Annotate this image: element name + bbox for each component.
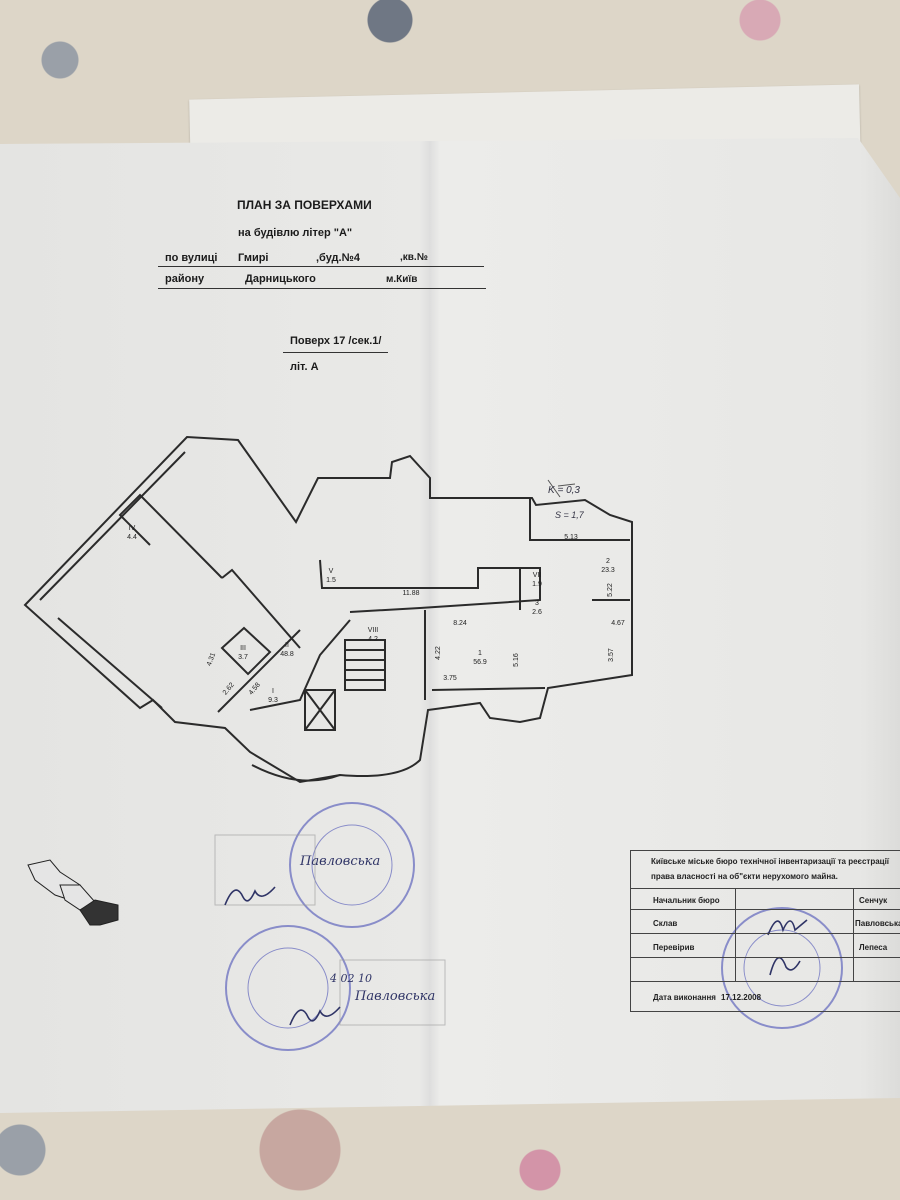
- section-key-map: [27, 859, 119, 926]
- dimension-label: 4.58: [248, 681, 262, 696]
- signature: [224, 886, 808, 1026]
- handwritten-s: S = 1,7: [555, 510, 585, 520]
- room-label: VIII: [368, 627, 379, 634]
- underline: [158, 266, 484, 267]
- street-value: Гмирі: [238, 252, 269, 264]
- dimension-label: 4.67: [611, 620, 625, 627]
- room-label: III: [240, 645, 246, 652]
- bureau-header: Київське міське бюро технічної інвентари…: [651, 857, 890, 866]
- room-label: 4.4: [127, 534, 137, 541]
- person-name: Павловська: [855, 919, 900, 928]
- date-value: 17.12.2008: [721, 993, 762, 1002]
- bureau-header: права власності на об"єкти нерухомого ма…: [651, 872, 838, 881]
- dimension-label: 4.22: [435, 646, 442, 660]
- inner-wall: [39, 451, 630, 713]
- role-label: Склав: [653, 919, 678, 928]
- bay-window: [251, 764, 341, 782]
- role-label: Начальник бюро: [653, 896, 720, 905]
- district-label: району: [165, 273, 205, 285]
- dimension-label: 5.16: [513, 653, 520, 667]
- role-label: Перевірив: [653, 943, 695, 952]
- room-label: II: [285, 642, 289, 649]
- bureau-table: Київське міське бюро технічної інвентари…: [630, 850, 900, 1012]
- district-value: Дарницького: [245, 273, 316, 285]
- room-label: I: [272, 688, 274, 695]
- room-label: 1.5: [326, 577, 336, 584]
- room-label: 2.6: [532, 609, 542, 616]
- dimension-label: 4.31: [206, 652, 217, 667]
- underline: [158, 288, 486, 289]
- dimension-label: 5.22: [607, 583, 614, 597]
- underline: [283, 352, 388, 353]
- dimension-label: 5.13: [564, 534, 578, 541]
- dimension-label: 2.62: [222, 681, 236, 696]
- date-label: Дата виконання: [653, 993, 716, 1002]
- room-label: VII: [533, 572, 542, 579]
- street-label: по вулиці: [165, 252, 218, 264]
- apartment-value: ,кв.№: [400, 252, 428, 263]
- room-label: 1: [478, 650, 482, 657]
- handwritten-name: Павловська: [299, 854, 380, 869]
- stamp-circle: [289, 802, 415, 928]
- handwritten-name: Павловська: [354, 989, 435, 1004]
- dimension-label: 3.75: [443, 675, 457, 682]
- floor-label: Поверх 17 /сек.1/: [290, 335, 382, 347]
- room-label: 1.9: [532, 581, 542, 588]
- handwritten-k: K = 0,3: [548, 485, 580, 496]
- stamp-circle: [721, 907, 843, 1029]
- room-label: IV: [129, 525, 136, 532]
- room-label: 56.9: [473, 659, 487, 666]
- room-label: V: [329, 568, 334, 575]
- room-label: 4.2: [368, 636, 378, 643]
- person-name: Лепеса: [859, 943, 888, 952]
- room-label: 9.3: [268, 697, 278, 704]
- room-label: 3.7: [238, 654, 248, 661]
- doc-subtitle: на будівлю літер "А": [238, 227, 353, 239]
- room-label: 48.8: [280, 651, 294, 658]
- stamp-circle: [225, 925, 351, 1051]
- person-name: Сенчук: [859, 896, 888, 905]
- room-label: 3: [535, 600, 539, 607]
- room-label: 2: [606, 558, 610, 565]
- letter-label: літ. А: [290, 361, 319, 373]
- handwritten-date: 4 02 10: [329, 972, 372, 985]
- elevator: [304, 689, 336, 731]
- stairs: [344, 639, 386, 691]
- room-label: 23.3: [601, 567, 615, 574]
- doc-title: ПЛАН ЗА ПОВЕРХАМИ: [237, 198, 372, 212]
- city-value: м.Київ: [386, 274, 418, 285]
- dimension-label: 11.88: [403, 590, 420, 597]
- dimension-label: 8.24: [453, 620, 467, 627]
- building-value: ,буд.№4: [316, 252, 360, 264]
- dimension-label: 3.57: [608, 648, 615, 662]
- document-sheet: [0, 138, 900, 1113]
